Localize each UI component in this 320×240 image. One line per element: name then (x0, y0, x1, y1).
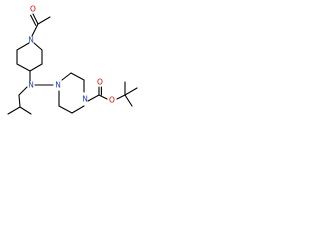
bond-carbonyl-double-1 (32, 13, 39, 25)
bond-ch-me2 (19, 106, 32, 115)
boc-group (87, 81, 138, 107)
atom-label-nitrogen-amine: N (28, 81, 34, 90)
bond-ch-me1 (7, 106, 21, 115)
bond-pip-1 (16, 42, 30, 51)
molecule-drawing: O N N N N O O (7, 5, 138, 115)
atom-label-oxygen-acetyl: O (30, 5, 36, 14)
bond-carbonyl-double-2 (30, 14, 37, 26)
atom-label-nitrogen-piperazine-1: N (55, 81, 61, 90)
acetyl-group (30, 13, 51, 37)
atom-label-nitrogen-piperidine: N (28, 36, 34, 45)
bond-pip-6 (33, 42, 43, 51)
bond-pip-3 (16, 63, 31, 72)
atom-label-oxygen-ester: O (109, 96, 115, 105)
piperidine-ring (16, 42, 43, 72)
piperazine-ring (58, 72, 85, 114)
bond-carbonyl-c-methyl (37, 16, 51, 25)
bond-tbu-me3 (124, 94, 133, 107)
bond-n4-c-carbonyl (87, 94, 100, 102)
bond-pip-4 (29, 63, 43, 72)
bond-pz-2 (70, 72, 85, 81)
bond-ch2-ch (18, 94, 21, 108)
bond-tbu-me2 (124, 87, 138, 96)
bond-pz-1 (61, 72, 72, 81)
atom-label-nitrogen-piperazine-4: N (82, 95, 88, 104)
bond-c-o-ester (98, 94, 108, 100)
atom-label-oxygen-carbonyl: O (97, 78, 103, 87)
bond-n2-ch2 (18, 86, 28, 96)
chemical-structure-diagram: O N N N N O O (0, 0, 152, 152)
bond-pz-5 (58, 105, 73, 114)
bond-pz-4 (71, 105, 85, 114)
bond-o-c-quat (116, 94, 126, 100)
bond-carbonyl-c-n1 (31, 23, 39, 37)
isobutyl-group (7, 86, 32, 115)
